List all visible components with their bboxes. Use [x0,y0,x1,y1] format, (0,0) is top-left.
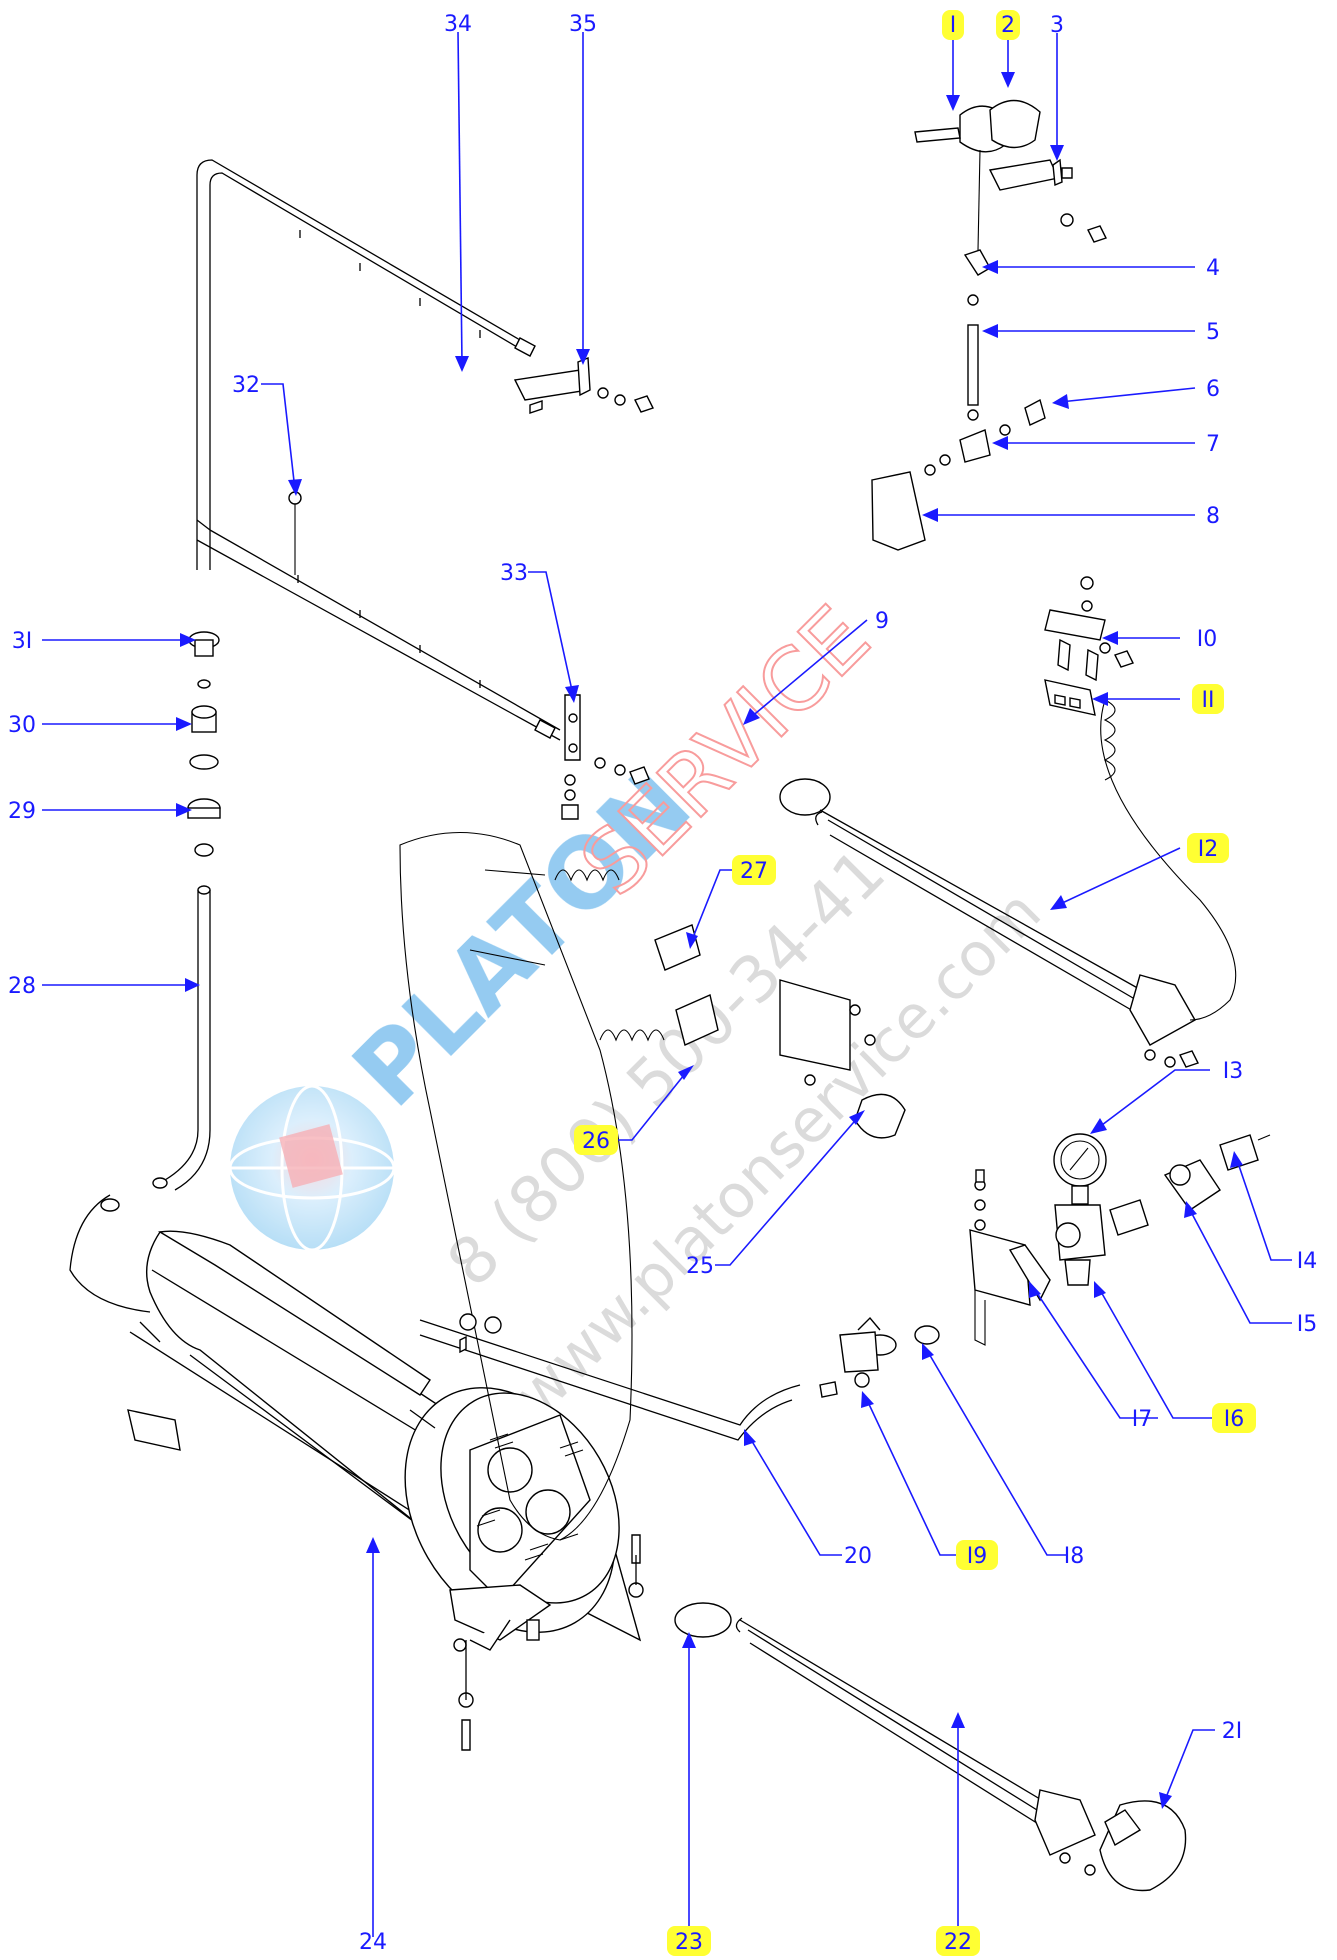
callout-29: 29 [8,799,36,824]
callout-18-text: I8 [1064,1544,1085,1569]
pipe-assembly [69,159,654,1313]
callout-3-text: 3 [1050,13,1064,38]
leader-lines [42,31,1292,1937]
callout-14: I4 [1297,1249,1318,1274]
callout-21: 2I [1222,1719,1243,1744]
callout-13-text: I3 [1223,1059,1244,1084]
callout-18: I8 [1064,1544,1085,1569]
callout-1-highlight [942,10,964,40]
callout-16-highlight [1212,1403,1256,1433]
callout-10-text: I0 [1197,627,1218,652]
callout-33: 33 [500,561,528,586]
callout-2: 2 [996,10,1020,40]
callout-35: 35 [569,12,597,37]
callout-13: I3 [1223,1059,1244,1084]
callout-4-text: 4 [1206,256,1220,281]
boiler-tank [127,1230,644,1751]
callout-6-text: 6 [1206,377,1220,402]
callout-31-text: 3I [12,629,33,654]
callout-30-text: 30 [8,713,36,738]
callout-21-text: 2I [1222,1719,1243,1744]
watermark-globe-icon [228,1084,396,1252]
safety-thermostat [1044,576,1134,716]
heating-element-lower [674,1602,1187,1892]
callout-23-highlight [667,1926,711,1956]
callout-11-text: II [1202,688,1215,713]
callout-2-highlight [996,10,1020,40]
pressostat-assembly [871,99,1107,551]
callout-23-text: 23 [675,1930,703,1955]
thermostat-group [554,869,906,1139]
callout-16: I6 [1212,1403,1256,1433]
callout-20-text: 20 [844,1544,872,1569]
callout-15-text: I5 [1297,1312,1318,1337]
callout-5: 5 [1206,320,1220,345]
callout-12-text: I2 [1198,837,1219,862]
callout-11: II [1192,684,1224,714]
callout-1: I [942,10,964,40]
callout-11-highlight [1192,684,1224,714]
callout-26-highlight [574,1125,618,1155]
callout-9: 9 [875,609,889,634]
valve-group [419,1133,1271,1441]
callout-19-highlight [956,1540,998,1570]
callout-12: I2 [1187,833,1229,863]
callout-26: 26 [574,1125,618,1155]
callout-32-text: 32 [232,373,260,398]
callout-27-highlight [732,855,776,885]
callout-20: 20 [844,1544,872,1569]
callout-27-text: 27 [740,859,768,884]
callout-22-text: 22 [944,1930,972,1955]
callout-16-text: I6 [1224,1407,1245,1432]
callout-35-text: 35 [569,12,597,37]
callout-2-text: 2 [1001,13,1015,38]
callout-33-text: 33 [500,561,528,586]
parts-drawing [69,99,1271,1892]
callout-19-text: I9 [967,1544,988,1569]
callout-14-text: I4 [1297,1249,1318,1274]
callout-29-text: 29 [8,799,36,824]
callout-25-text: 25 [686,1254,714,1279]
callout-22-highlight [936,1926,980,1956]
callout-8: 8 [1206,504,1220,529]
capillary-loop [399,831,633,1541]
callout-3: 3 [1050,13,1064,38]
callout-32: 32 [232,373,260,398]
callout-28-text: 28 [8,974,36,999]
callout-5-text: 5 [1206,320,1220,345]
watermark: PLATON SERVICE 8 (800) 500-34-41 www.pla… [228,587,1055,1431]
callout-28: 28 [8,974,36,999]
callout-34: 34 [444,12,472,37]
callout-17: I7 [1132,1407,1153,1432]
callout-17-text: I7 [1132,1407,1153,1432]
callout-9-text: 9 [875,609,889,634]
callout-10: I0 [1197,627,1218,652]
callout-24: 24 [359,1930,387,1955]
heating-element-upper [779,699,1237,1068]
callout-19: I9 [956,1540,998,1570]
callout-7: 7 [1206,432,1220,457]
callout-23: 23 [667,1926,711,1956]
callout-22: 22 [936,1926,980,1956]
callout-27: 27 [732,855,776,885]
callout-7-text: 7 [1206,432,1220,457]
callout-1-text: I [950,13,957,38]
callout-12-highlight [1187,833,1229,863]
callout-4: 4 [1206,256,1220,281]
callout-30: 30 [8,713,36,738]
callout-26-text: 26 [582,1129,610,1154]
callout-24-text: 24 [359,1930,387,1955]
callout-34-text: 34 [444,12,472,37]
callout-15: I5 [1297,1312,1318,1337]
callout-25: 25 [686,1254,714,1279]
callout-6: 6 [1206,377,1220,402]
callout-8-text: 8 [1206,504,1220,529]
callout-31: 3I [12,629,33,654]
callout-labels: 34 35 32 33 3I 30 29 28 I 2 3 4 5 6 7 8 … [8,10,1317,1956]
